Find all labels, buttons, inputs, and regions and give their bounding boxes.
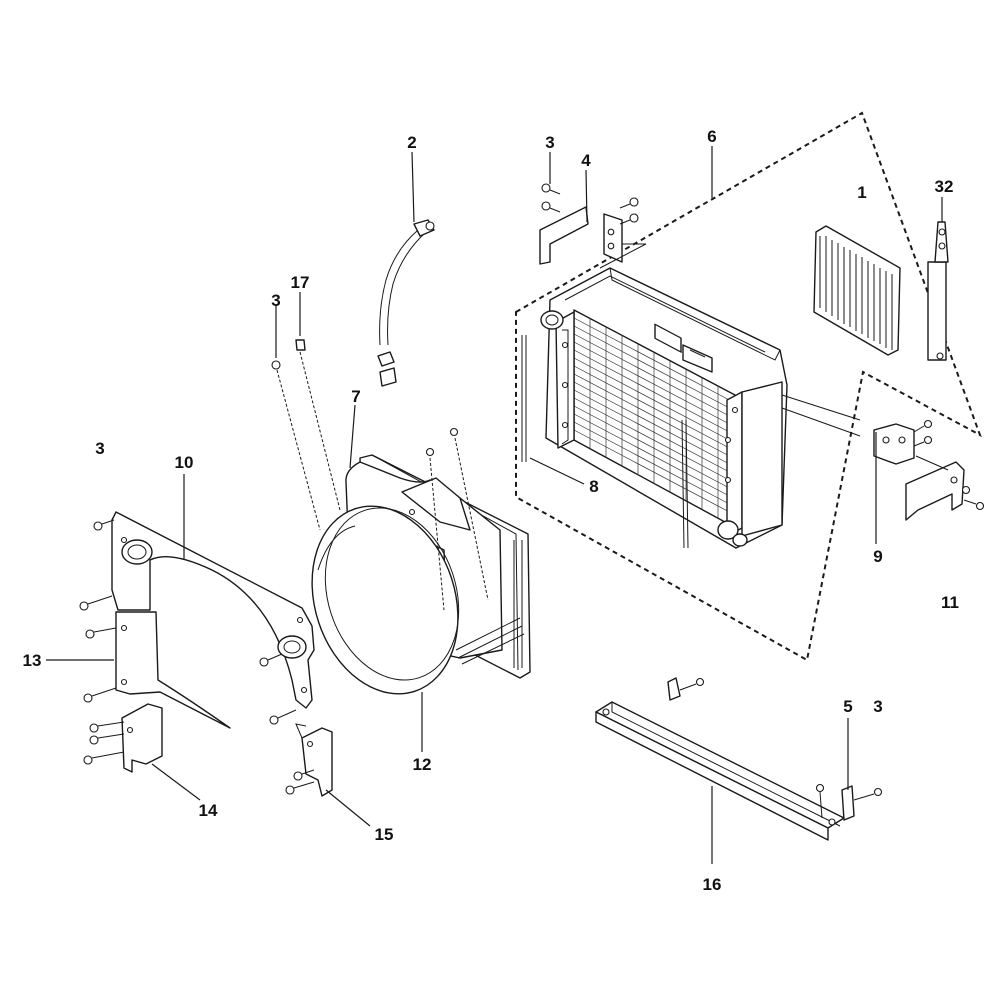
callout-14: 14 (199, 801, 218, 820)
fan-guard-plate (111, 474, 315, 709)
bracket-15 (285, 723, 371, 827)
seal-strip (521, 335, 585, 485)
callout-8: 8 (589, 477, 598, 496)
side-plate (927, 197, 949, 361)
callout-12: 12 (413, 755, 432, 774)
lower-right-bracket (781, 394, 985, 544)
callout-7: 7 (351, 387, 360, 406)
callout-3: 3 (271, 291, 280, 310)
callout-5: 5 (843, 697, 852, 716)
callout-9: 9 (873, 547, 882, 566)
guard-bolts (79, 519, 297, 725)
top-bracket (539, 169, 647, 269)
bracket-14 (83, 703, 201, 801)
oil-cooler (813, 225, 901, 356)
callout-10: 10 (175, 453, 194, 472)
callout-3: 3 (873, 697, 882, 716)
callout-2: 2 (407, 133, 416, 152)
callout-11: 11 (941, 593, 959, 612)
shroud-bolts (271, 292, 489, 611)
hose (377, 151, 435, 387)
callout-3: 3 (545, 133, 554, 152)
callout-13: 13 (23, 651, 42, 670)
callout-4: 4 (581, 151, 591, 170)
callout-16: 16 (703, 875, 722, 894)
callout-3: 3 (95, 439, 104, 458)
bottom-support (595, 677, 883, 864)
radiator-fins (573, 317, 736, 518)
callout-1: 1 (857, 183, 866, 202)
top-bracket-bolts (541, 152, 639, 225)
fan-shroud (311, 404, 531, 752)
callout-6: 6 (707, 127, 716, 146)
callout-17: 17 (291, 273, 310, 292)
lower-guard (46, 611, 231, 729)
radiator-core (540, 267, 788, 549)
callout-32: 32 (935, 177, 954, 196)
callout-15: 15 (375, 825, 394, 844)
assembly-boundary-dashed (515, 111, 982, 662)
